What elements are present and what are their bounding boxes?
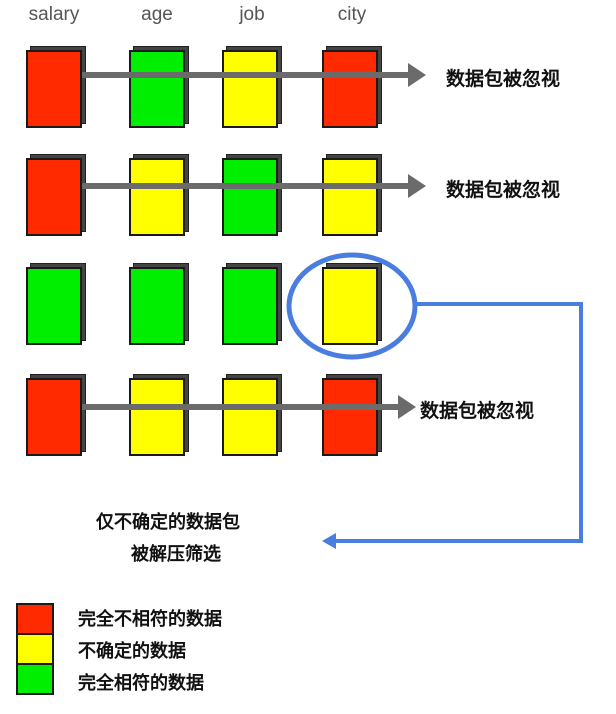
- note-line-2: 被解压筛选: [131, 544, 221, 565]
- data-block-salary-row-4: [26, 374, 86, 456]
- block-face-green: [222, 158, 278, 236]
- block-face-green: [129, 267, 185, 345]
- legend-label-uncertain: 不确定的数据: [78, 641, 186, 662]
- data-block-age-row-4: [129, 374, 189, 456]
- data-block-job-row-1: [222, 46, 282, 128]
- legend-swatch-green: [16, 663, 54, 695]
- column-header-city: city: [337, 4, 367, 25]
- legend-swatch-yellow: [16, 633, 54, 665]
- skip-arrow-row-2: [82, 174, 426, 198]
- block-face-yellow: [222, 378, 278, 456]
- block-face-red: [26, 158, 82, 236]
- block-face-yellow: [129, 378, 185, 456]
- data-block-age-row-3: [129, 263, 189, 345]
- block-face-red: [322, 378, 378, 456]
- data-block-salary-row-2: [26, 154, 86, 236]
- data-block-job-row-3: [222, 263, 282, 345]
- data-block-age-row-2: [129, 154, 189, 236]
- data-block-city-row-4: [322, 374, 382, 456]
- highlight-circle: [286, 252, 418, 360]
- block-face-yellow: [222, 50, 278, 128]
- connector-line: [332, 302, 583, 543]
- data-block-job-row-2: [222, 154, 282, 236]
- data-block-city-row-2: [322, 154, 382, 236]
- data-block-salary-row-3: [26, 263, 86, 345]
- block-face-green: [26, 267, 82, 345]
- block-face-green: [222, 267, 278, 345]
- note-line-1: 仅不确定的数据包: [96, 512, 240, 533]
- legend-swatch-red: [16, 603, 54, 635]
- column-header-salary: salary: [28, 4, 80, 25]
- row-2-skipped-label: 数据包被忽视: [446, 179, 561, 201]
- block-face-yellow: [322, 267, 378, 345]
- column-header-job: job: [239, 4, 265, 25]
- legend-label-match: 完全相符的数据: [78, 673, 204, 694]
- block-face-green: [129, 50, 185, 128]
- data-block-city-row-3: [322, 263, 382, 345]
- connector-arrowhead-icon: [322, 533, 336, 549]
- data-block-job-row-4: [222, 374, 282, 456]
- arrowhead-icon: [408, 63, 426, 87]
- row-1-skipped-label: 数据包被忽视: [446, 68, 561, 90]
- arrowhead-icon: [408, 174, 426, 198]
- data-block-salary-row-1: [26, 46, 86, 128]
- row-4-skipped-label: 数据包被忽视: [420, 400, 535, 422]
- skip-arrow-row-4: [82, 395, 416, 419]
- legend-label-mismatch: 完全不相符的数据: [78, 609, 222, 630]
- data-block-age-row-1: [129, 46, 189, 128]
- data-block-city-row-1: [322, 46, 382, 128]
- skip-arrow-row-1: [82, 63, 426, 87]
- block-face-red: [322, 50, 378, 128]
- arrowhead-icon: [398, 395, 416, 419]
- block-face-red: [26, 378, 82, 456]
- block-face-red: [26, 50, 82, 128]
- column-header-age: age: [141, 4, 173, 25]
- block-face-yellow: [129, 158, 185, 236]
- block-face-yellow: [322, 158, 378, 236]
